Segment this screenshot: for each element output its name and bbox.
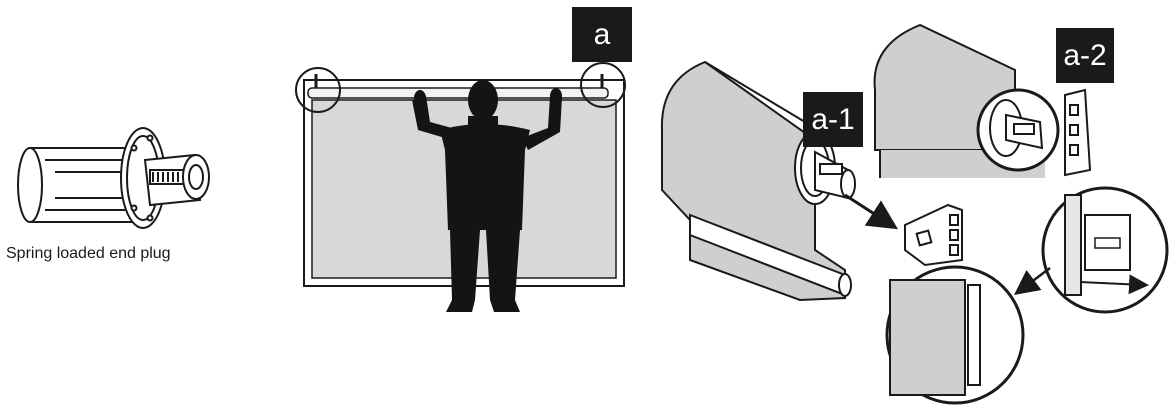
bracket-icon	[904, 203, 963, 267]
bracket-back	[1064, 88, 1092, 177]
roller-a1	[660, 60, 852, 302]
magnified-plug	[989, 99, 1044, 157]
person-silhouette-icon	[412, 80, 562, 312]
left-corner-highlight	[295, 67, 341, 113]
screen-frame	[303, 74, 625, 287]
step-label-a: a	[572, 7, 632, 62]
end-plug-icon	[17, 127, 210, 229]
insert-arrow	[844, 193, 899, 230]
roller-bar	[307, 87, 609, 99]
caption: Spring loaded end plug	[6, 245, 171, 262]
right-corner-highlight	[580, 62, 626, 108]
roller-end-plug	[794, 131, 856, 205]
detail-circle-spring	[1041, 186, 1169, 314]
detail-arrow	[1014, 267, 1051, 295]
step-label-a2: a-2	[1056, 28, 1114, 83]
detail-circle-bracket	[885, 265, 1025, 405]
step-label-a1: a-1	[803, 92, 863, 147]
